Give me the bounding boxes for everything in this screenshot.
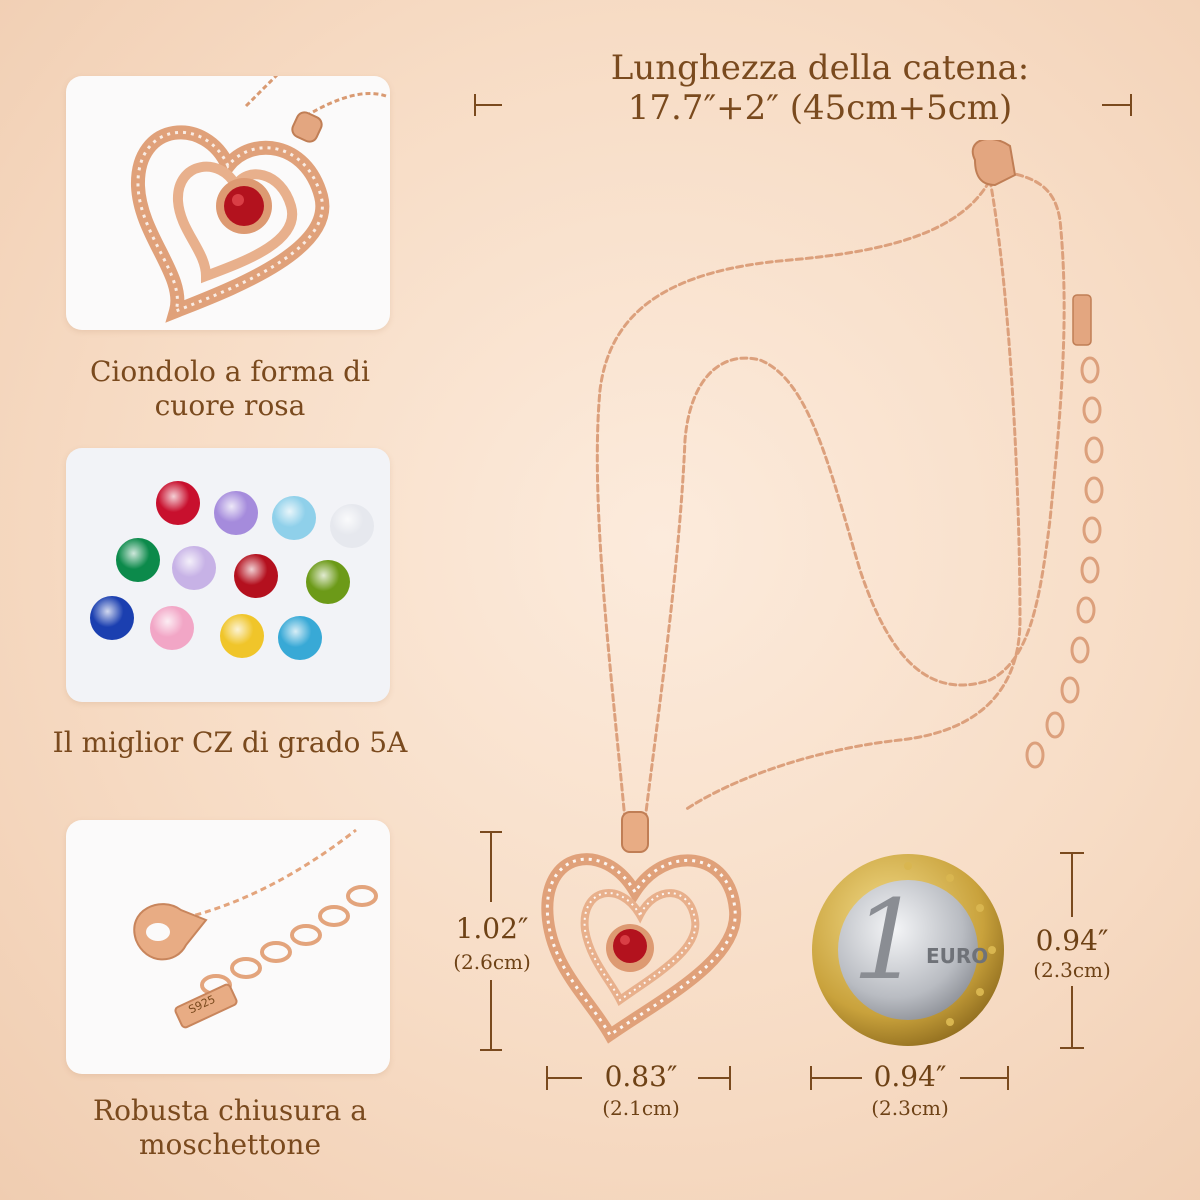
- feature-card-gemstones: [66, 448, 390, 702]
- feature-card-clasp: S925: [66, 820, 390, 1074]
- coin-height-cap-bottom: [1060, 1047, 1084, 1049]
- pendant-bail: [621, 811, 649, 853]
- coin-width-line-right: [960, 1077, 1008, 1079]
- euro-coin-image: [812, 854, 1004, 1046]
- pendant-width-cap-right: [729, 1066, 731, 1090]
- chain-length-value: 17.7″+2″ (45cm+5cm): [627, 88, 1013, 128]
- coin-height-inches: 0.94″: [1035, 924, 1109, 957]
- necklace-clasp: [971, 140, 1017, 187]
- lobster-clasp-image: [133, 828, 378, 1029]
- feature-card-pendant: [66, 76, 390, 330]
- feature-caption-gemstones: Il miglior CZ di grado 5A: [52, 726, 408, 759]
- pendant-width-cm: (2.1cm): [602, 1096, 680, 1120]
- feature-caption-pendant: Ciondolo a forma di cuore rosa: [90, 355, 370, 422]
- gem-row-1: [156, 481, 374, 548]
- extender-tag: [1072, 294, 1092, 346]
- pendant-height-line-bottom: [490, 980, 492, 1050]
- pendant-height-line-top: [490, 832, 492, 902]
- necklace-pendant: [541, 853, 742, 1044]
- length-bracket-left-line: [474, 104, 502, 106]
- pendant-height-inches: 1.02″: [455, 912, 529, 945]
- coin-height-line-top: [1071, 853, 1073, 917]
- gemstones-image: [90, 481, 374, 660]
- feature-caption-clasp: Robusta chiusura a moschettone: [93, 1094, 367, 1161]
- coin-width-cm: (2.3cm): [871, 1096, 949, 1120]
- length-bracket-right-line: [1102, 104, 1130, 106]
- coin-width-line-left: [810, 1077, 862, 1079]
- necklace-image: [541, 140, 1104, 1044]
- chain-length-title: Lunghezza della catena: 17.7″+2″ (45cm+5…: [520, 48, 1120, 128]
- coin-height-cm: (2.3cm): [1033, 958, 1111, 982]
- coin-value: 1: [852, 876, 922, 1004]
- heart-pendant-image: [130, 76, 387, 323]
- pendant-height-cm: (2.6cm): [453, 950, 531, 974]
- chain-length-label: Lunghezza della catena:: [610, 48, 1030, 88]
- coin-text: EURO: [926, 944, 989, 968]
- pendant-height-cap-bottom: [480, 1049, 502, 1051]
- pendant-width-line-right: [698, 1077, 730, 1079]
- coin-height-line-bottom: [1071, 986, 1073, 1048]
- length-bracket-right: [1130, 94, 1132, 116]
- coin-width-inches: 0.94″: [873, 1060, 947, 1093]
- gem-row-3: [90, 596, 322, 660]
- pendant-width-line-left: [546, 1077, 582, 1079]
- gem-row-2: [116, 538, 350, 604]
- coin-width-cap-right: [1007, 1066, 1009, 1090]
- pendant-width-inches: 0.83″: [604, 1060, 678, 1093]
